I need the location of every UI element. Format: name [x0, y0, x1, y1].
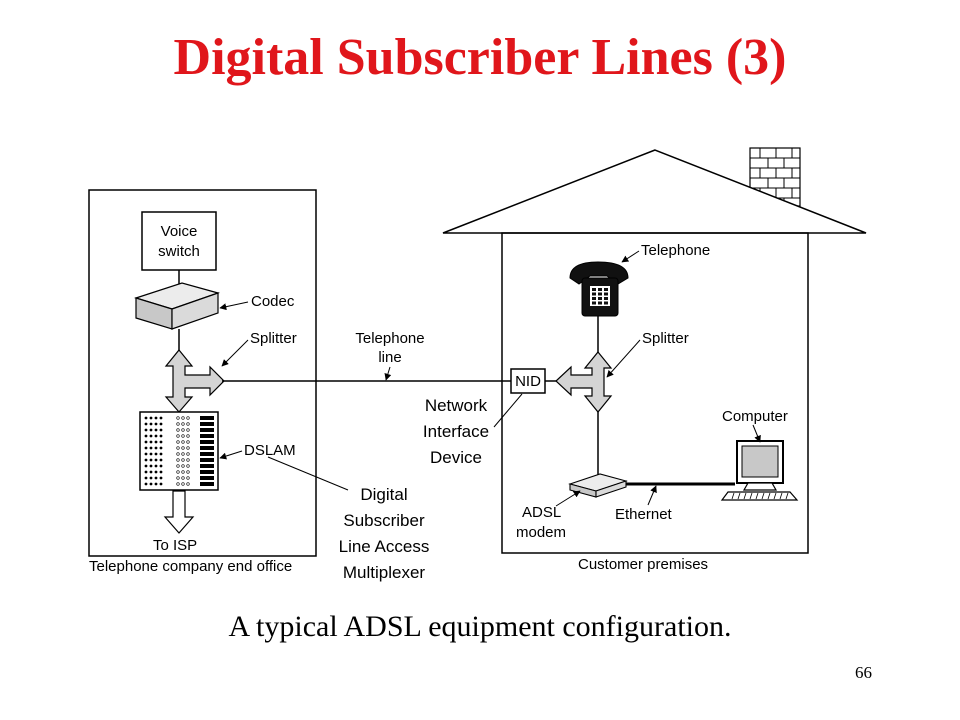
codec-device	[134, 282, 221, 330]
office-splitter-label: Splitter	[250, 330, 297, 347]
office-splitter	[164, 349, 225, 413]
nid-expansion-1: Network	[425, 396, 488, 415]
adsl-modem-device	[568, 473, 628, 498]
dslam-expansion-3: Line Access	[339, 537, 430, 556]
telephone-line-label-1: Telephone	[355, 330, 424, 347]
slide-title: Digital Subscriber Lines (3)	[173, 29, 787, 86]
nid-expansion-pointer	[493, 393, 523, 428]
premises-splitter	[555, 351, 613, 413]
nid-label: NID	[515, 373, 541, 390]
dslam-expansion-1: Digital	[360, 485, 407, 504]
telephone-icon	[569, 261, 629, 317]
ethernet-label: Ethernet	[615, 506, 673, 523]
telephone-pointer	[621, 250, 640, 263]
voice-switch: Voice switch	[141, 211, 217, 271]
telephone-line-pointer	[384, 366, 392, 381]
nid-expansion-3: Device	[430, 448, 482, 467]
premises-splitter-label: Splitter	[642, 330, 689, 347]
nid-expansion-2: Interface	[423, 422, 489, 441]
ethernet-pointer	[647, 485, 657, 506]
dslam-expansion-pointer	[267, 456, 349, 491]
page-number: 66	[855, 663, 872, 682]
voice-switch-label-1: Voice	[161, 223, 198, 240]
computer-pointer	[752, 424, 761, 443]
to-isp-label: To ISP	[153, 537, 197, 554]
dslam-rack	[139, 411, 219, 491]
voice-switch-label-2: switch	[158, 243, 200, 260]
premises-splitter-pointer	[606, 339, 641, 378]
end-office-box	[88, 189, 317, 557]
premises-caption: Customer premises	[578, 556, 708, 573]
end-office-caption: Telephone company end office	[89, 558, 292, 575]
telephone-line-label-2: line	[378, 349, 401, 366]
adsl-modem-label-2: modem	[516, 524, 566, 541]
codec-label: Codec	[251, 293, 295, 310]
codec-pointer	[219, 301, 249, 311]
nid-box	[510, 368, 546, 394]
dslam-pointer	[219, 450, 243, 460]
to-isp-arrow	[163, 490, 195, 534]
computer-icon	[720, 440, 799, 501]
house-walls	[501, 232, 809, 554]
dslam-expansion-4: Multiplexer	[343, 563, 426, 582]
house-roof	[442, 149, 867, 234]
figure-caption: A typical ADSL equipment configuration.	[228, 610, 732, 643]
office-splitter-pointer	[221, 339, 249, 367]
dslam-label: DSLAM	[244, 442, 296, 459]
computer-label: Computer	[722, 408, 788, 425]
telephone-label: Telephone	[641, 242, 710, 259]
adsl-modem-pointer	[555, 490, 581, 507]
dslam-expansion-2: Subscriber	[343, 511, 425, 530]
adsl-modem-label-1: ADSL	[522, 504, 561, 521]
